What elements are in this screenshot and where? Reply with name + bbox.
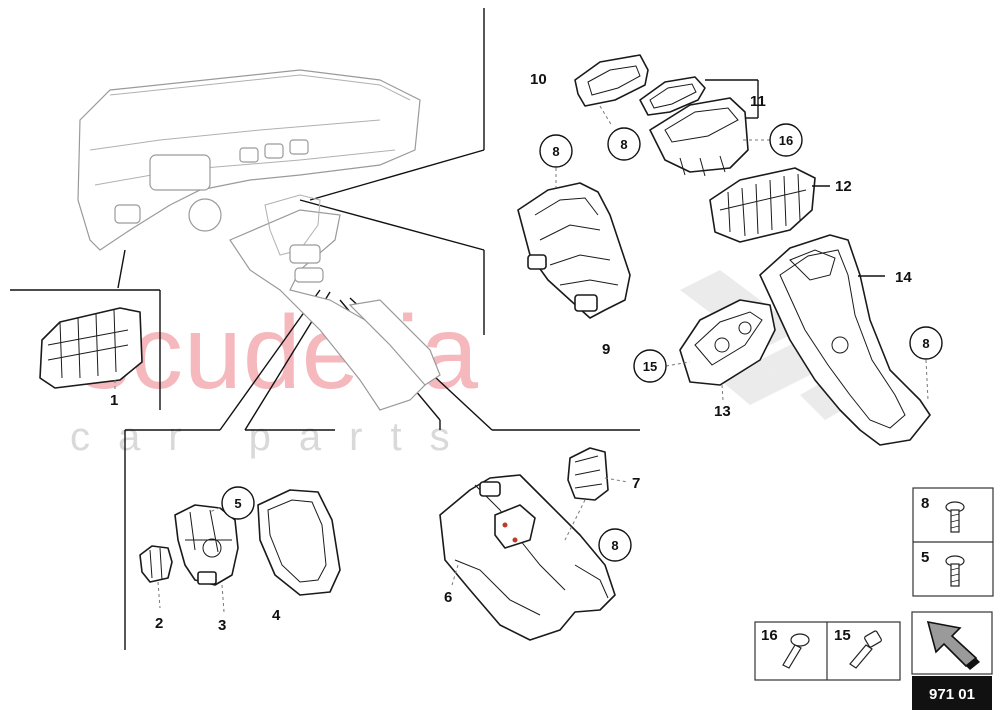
callout-1: 1 xyxy=(110,392,118,409)
fastener-legend-right: 8 5 xyxy=(912,487,994,597)
svg-text:5: 5 xyxy=(234,496,241,511)
svg-text:8: 8 xyxy=(620,137,627,152)
diagram-code: 971 01 xyxy=(929,686,975,703)
circled-callout-8-tunnel: 8 xyxy=(598,528,632,562)
part-1-switch-panel[interactable] xyxy=(39,307,143,392)
callout-14: 14 xyxy=(895,269,912,286)
part-7-switch-block[interactable] xyxy=(564,447,629,541)
circled-callout-8-console: 8 xyxy=(909,326,943,360)
callout-10: 10 xyxy=(530,71,547,88)
part-9-mounting-bracket[interactable] xyxy=(517,168,631,319)
circled-callout-15: 15 xyxy=(633,349,691,383)
part-2-switch[interactable] xyxy=(139,545,173,609)
diagram-code-badge: 971 01 xyxy=(912,676,992,710)
back-arrow-button[interactable] xyxy=(911,611,993,675)
callout-3: 3 xyxy=(218,617,226,634)
legend-label-8: 8 xyxy=(921,495,929,512)
callout-2: 2 xyxy=(155,615,163,632)
callout-7: 7 xyxy=(632,475,640,492)
svg-text:8: 8 xyxy=(611,538,618,553)
callout-12: 12 xyxy=(835,178,852,195)
callout-13: 13 xyxy=(714,403,731,420)
torx-screw-icon xyxy=(945,555,965,587)
circled-callouts: 5 8 8 8 8 15 16 xyxy=(209,123,943,562)
fastener-legend-bottom: 16 15 xyxy=(754,621,901,681)
legend-label-16: 16 xyxy=(761,627,778,644)
torx-screw-icon xyxy=(782,633,810,669)
legend-label-5: 5 xyxy=(921,549,929,566)
svg-text:8: 8 xyxy=(922,336,929,351)
callout-6: 6 xyxy=(444,589,452,606)
svg-text:15: 15 xyxy=(643,359,657,374)
circled-callout-8-bracket: 8 xyxy=(539,134,573,168)
legend-label-15: 15 xyxy=(834,627,851,644)
bolt-icon xyxy=(849,630,882,669)
callout-9: 9 xyxy=(602,341,610,358)
part-3-gear-selector[interactable] xyxy=(174,504,239,613)
part-12-switch-panel[interactable] xyxy=(709,167,830,243)
watermark-tagline: car parts xyxy=(70,415,478,459)
callout-4: 4 xyxy=(272,607,281,624)
torx-screw-icon xyxy=(945,501,965,533)
part-13-control-unit[interactable] xyxy=(679,299,776,401)
svg-text:8: 8 xyxy=(552,144,559,159)
part-6-center-console[interactable] xyxy=(439,474,616,641)
circled-callout-16: 16 xyxy=(742,123,803,157)
svg-text:16: 16 xyxy=(779,133,793,148)
callout-labels: 1 2 3 4 6 7 9 10 11 12 13 14 xyxy=(110,71,912,634)
part-4-trim-bezel[interactable] xyxy=(257,489,341,596)
part-11-display-frame[interactable] xyxy=(639,76,759,177)
part-10-display-housing[interactable] xyxy=(574,54,649,127)
back-arrow-icon xyxy=(926,620,980,670)
circled-callout-5: 5 xyxy=(209,486,255,520)
circled-callout-8-display: 8 xyxy=(607,127,641,161)
part-14-console-trim[interactable] xyxy=(759,234,931,446)
callout-11: 11 xyxy=(750,93,766,110)
dashboard-overview xyxy=(77,69,441,411)
